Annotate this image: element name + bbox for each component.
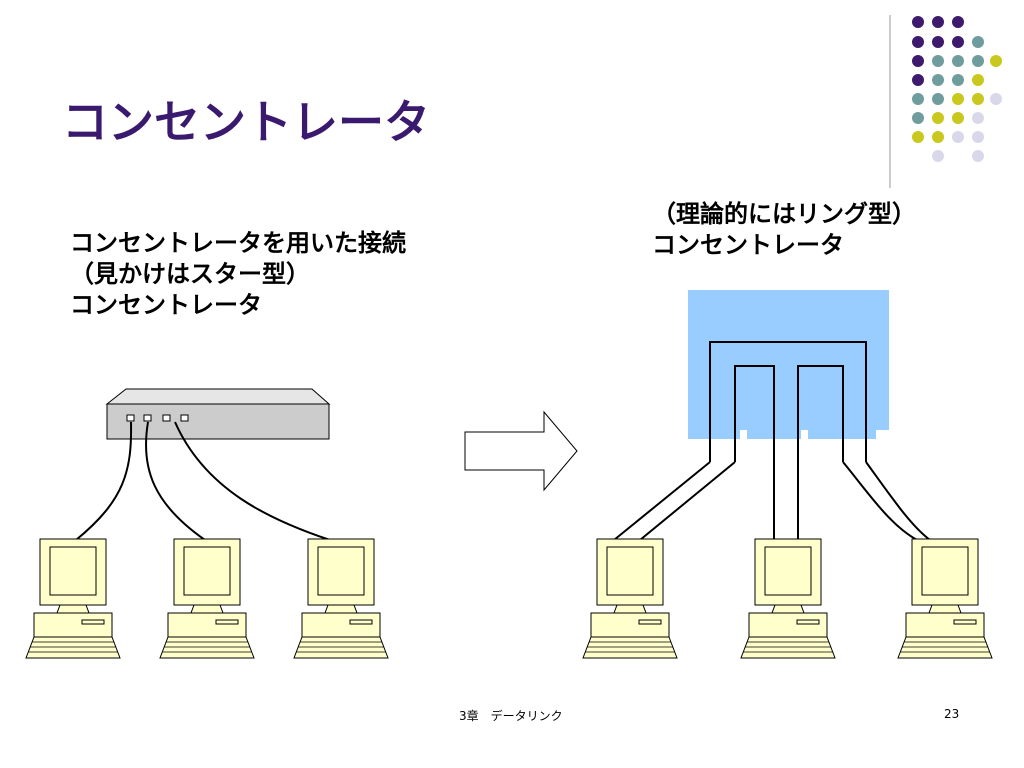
page-number: 23	[944, 707, 960, 721]
port	[180, 414, 189, 422]
caption-line: コンセントレータ	[70, 291, 262, 319]
port	[143, 414, 152, 422]
ring-concentrator-caption: （理論的にはリング型） コンセントレータ	[652, 199, 916, 261]
computer	[25, 538, 121, 659]
port	[126, 414, 135, 422]
port	[162, 414, 171, 422]
star-concentrator-caption: コンセントレータを用いた接続 （見かけはスター型） コンセントレータ	[70, 228, 406, 321]
ring-concentrator-box	[688, 290, 889, 439]
caption-line: （理論的にはリング型）	[652, 200, 916, 228]
ring-wiring	[613, 341, 931, 541]
computer	[293, 538, 389, 659]
decorative-dot-grid	[912, 16, 1002, 162]
caption-line: （見かけはスター型）	[70, 260, 310, 288]
caption-line: コンセントレータを用いた接続	[70, 229, 406, 257]
transition-arrow	[464, 410, 578, 492]
computer	[159, 538, 255, 659]
computer	[740, 538, 836, 659]
computer	[897, 538, 993, 659]
computer	[582, 538, 678, 659]
hub-cables	[75, 421, 331, 541]
footer-chapter: 3章 データリンク	[459, 709, 563, 723]
caption-line: コンセントレータ	[652, 231, 844, 259]
slide-title: コンセントレータ	[62, 95, 430, 149]
hub-device	[105, 388, 331, 440]
